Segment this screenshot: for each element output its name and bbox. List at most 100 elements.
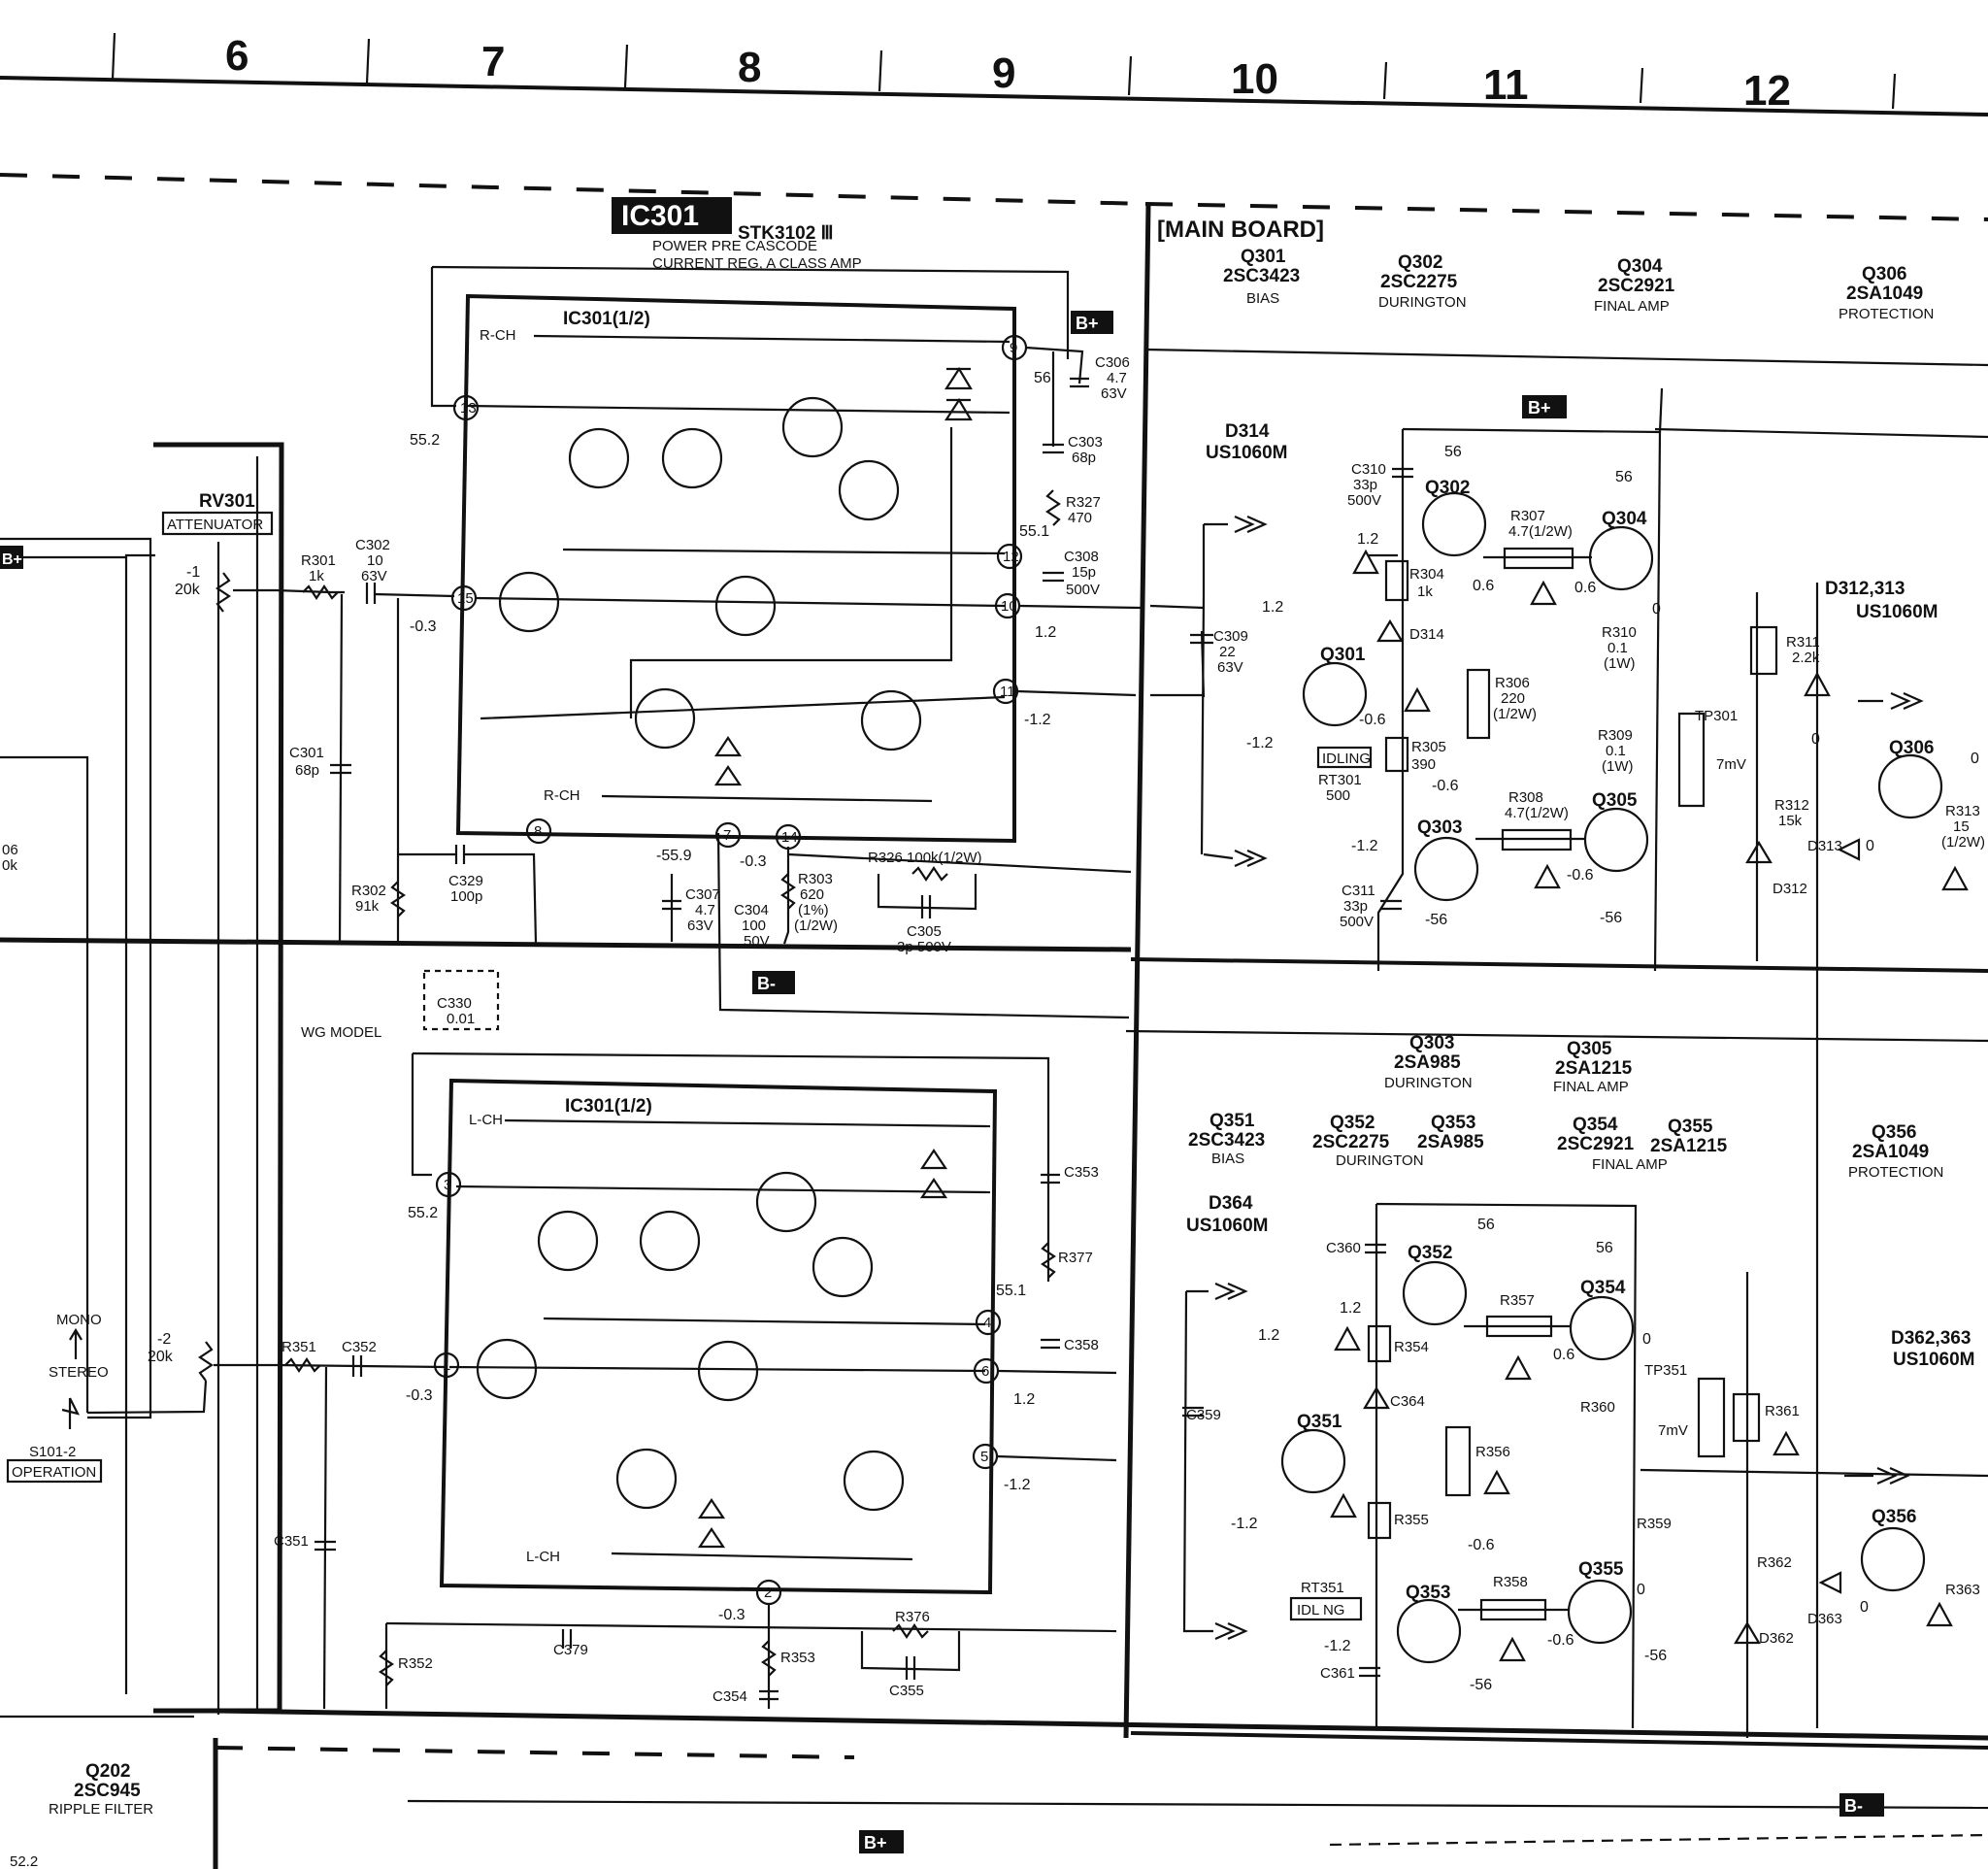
svg-text:56: 56 bbox=[1477, 1217, 1495, 1233]
svg-text:63V: 63V bbox=[1217, 659, 1243, 676]
svg-text:B+: B+ bbox=[1076, 314, 1099, 333]
ic-area-components: C306 4.7 63V C303 68p R327 470 C308 15p … bbox=[553, 346, 1142, 1709]
svg-text:R360: R360 bbox=[1580, 1399, 1615, 1416]
svg-text:-2: -2 bbox=[157, 1331, 171, 1348]
svg-text:C303: C303 bbox=[1068, 434, 1103, 451]
pin-11: 11 bbox=[992, 678, 1019, 705]
svg-text:Q351: Q351 bbox=[1209, 1111, 1255, 1131]
svg-text:390: 390 bbox=[1411, 756, 1436, 773]
pin-5: 5 bbox=[972, 1443, 999, 1470]
ic-upper-q1 bbox=[568, 427, 630, 489]
svg-text:Q304: Q304 bbox=[1617, 256, 1663, 277]
svg-text:Q303: Q303 bbox=[1417, 818, 1462, 838]
ic301-desc2: CURRENT REG, A CLASS AMP bbox=[652, 255, 862, 272]
svg-text:5: 5 bbox=[980, 1449, 988, 1465]
svg-text:-0.3: -0.3 bbox=[718, 1607, 746, 1623]
svg-text:0: 0 bbox=[1866, 838, 1874, 854]
svg-text:R362: R362 bbox=[1757, 1554, 1792, 1571]
svg-text:0.1: 0.1 bbox=[1606, 743, 1626, 759]
svg-text:R302: R302 bbox=[351, 883, 386, 899]
svg-text:500V: 500V bbox=[1340, 914, 1374, 930]
svg-text:220: 220 bbox=[1501, 690, 1525, 707]
svg-text:TP301: TP301 bbox=[1695, 708, 1738, 724]
svg-text:-0.6: -0.6 bbox=[1359, 712, 1386, 728]
svg-text:R309: R309 bbox=[1598, 727, 1633, 744]
q355-symbol bbox=[1567, 1579, 1633, 1645]
svg-text:C309: C309 bbox=[1213, 628, 1248, 645]
svg-text:55.2: 55.2 bbox=[408, 1205, 438, 1221]
svg-text:2SC945: 2SC945 bbox=[74, 1781, 141, 1801]
svg-text:R355: R355 bbox=[1394, 1512, 1429, 1528]
svg-text:15: 15 bbox=[457, 590, 474, 607]
svg-text:R312: R312 bbox=[1774, 797, 1809, 814]
svg-text:63V: 63V bbox=[687, 918, 713, 934]
svg-text:-1.2: -1.2 bbox=[1246, 735, 1274, 751]
svg-text:14: 14 bbox=[781, 829, 798, 846]
main-lower-channel: D364 US1060M C360 Q352 56 1.2 Q354 56 R3… bbox=[1182, 1193, 1988, 1738]
svg-text:R354: R354 bbox=[1394, 1339, 1429, 1355]
svg-text:20k: 20k bbox=[148, 1349, 174, 1365]
ic-lower-lch-top: L-CH bbox=[469, 1112, 503, 1128]
svg-text:56: 56 bbox=[1615, 469, 1633, 485]
svg-text:R351: R351 bbox=[282, 1339, 316, 1355]
svg-text:PROTECTION: PROTECTION bbox=[1839, 306, 1934, 322]
bplus-tag-bottom: B+ bbox=[859, 1830, 904, 1853]
grid-label-10: 10 bbox=[1231, 55, 1278, 103]
svg-text:R310: R310 bbox=[1602, 624, 1637, 641]
svg-text:500: 500 bbox=[1326, 787, 1350, 804]
svg-text:R359: R359 bbox=[1637, 1516, 1672, 1532]
svg-text:-1.2: -1.2 bbox=[1004, 1477, 1031, 1493]
bplus-tag-main: B+ bbox=[1522, 395, 1567, 418]
ic-upper-q8 bbox=[860, 689, 922, 751]
svg-text:C355: C355 bbox=[889, 1683, 924, 1699]
svg-text:2SA1049: 2SA1049 bbox=[1846, 284, 1923, 304]
svg-text:4.7: 4.7 bbox=[1107, 370, 1127, 386]
svg-text:C358: C358 bbox=[1064, 1337, 1099, 1353]
svg-text:Q356: Q356 bbox=[1872, 1507, 1916, 1527]
svg-text:C352: C352 bbox=[342, 1339, 377, 1355]
ic-lower-q6 bbox=[697, 1340, 759, 1402]
svg-text:DURINGTON: DURINGTON bbox=[1378, 294, 1467, 311]
svg-text:-1.2: -1.2 bbox=[1351, 838, 1378, 854]
svg-text:2SC2275: 2SC2275 bbox=[1380, 272, 1458, 292]
svg-text:BIAS: BIAS bbox=[1246, 290, 1279, 307]
svg-text:R358: R358 bbox=[1493, 1574, 1528, 1590]
svg-text:Q353: Q353 bbox=[1406, 1583, 1450, 1603]
svg-text:US1060M: US1060M bbox=[1856, 602, 1938, 622]
svg-text:D312,313: D312,313 bbox=[1825, 579, 1905, 599]
svg-text:R327: R327 bbox=[1066, 494, 1101, 511]
svg-text:RIPPLE FILTER: RIPPLE FILTER bbox=[49, 1801, 153, 1818]
svg-text:B-: B- bbox=[1844, 1796, 1863, 1816]
left-components: RV301 ATTENUATOR -1 20k R301 1k C302 10 … bbox=[2, 491, 1117, 1869]
svg-text:-0.3: -0.3 bbox=[740, 853, 767, 870]
svg-text:-56: -56 bbox=[1600, 910, 1622, 926]
svg-text:1k: 1k bbox=[309, 568, 324, 584]
grid-label-6: 6 bbox=[225, 32, 248, 80]
grid-ruler: 6 7 8 9 10 11 12 bbox=[0, 32, 1988, 117]
main-board-lines bbox=[1125, 348, 1988, 1750]
svg-text:55.1: 55.1 bbox=[996, 1283, 1026, 1299]
svg-text:ATTENUATOR: ATTENUATOR bbox=[167, 517, 263, 533]
svg-text:1.2: 1.2 bbox=[1035, 624, 1056, 641]
svg-text:R306: R306 bbox=[1495, 675, 1530, 691]
pin-9: 9 bbox=[1001, 334, 1028, 361]
ic-lower-q2 bbox=[639, 1210, 701, 1272]
svg-text:C354: C354 bbox=[712, 1688, 747, 1705]
ic301-desc1: POWER PRE CASCODE bbox=[652, 238, 817, 254]
svg-text:Q354: Q354 bbox=[1573, 1115, 1618, 1135]
svg-text:MONO: MONO bbox=[56, 1312, 102, 1328]
svg-text:D364: D364 bbox=[1209, 1193, 1253, 1214]
svg-text:4.7(1/2W): 4.7(1/2W) bbox=[1508, 523, 1573, 540]
pin-4: 4 bbox=[975, 1309, 1002, 1336]
svg-text:C361: C361 bbox=[1320, 1665, 1355, 1682]
svg-text:Q202: Q202 bbox=[85, 1761, 130, 1782]
pin-3: 3 bbox=[435, 1171, 462, 1198]
svg-text:R352: R352 bbox=[398, 1655, 433, 1672]
svg-text:RT351: RT351 bbox=[1301, 1580, 1344, 1596]
svg-text:91k: 91k bbox=[355, 898, 380, 915]
svg-text:Q353: Q353 bbox=[1431, 1113, 1475, 1133]
svg-text:C302: C302 bbox=[355, 537, 390, 553]
svg-text:R376: R376 bbox=[895, 1609, 930, 1625]
svg-text:R307: R307 bbox=[1510, 508, 1545, 524]
ic-upper-half-label: IC301(1/2) bbox=[563, 309, 650, 329]
